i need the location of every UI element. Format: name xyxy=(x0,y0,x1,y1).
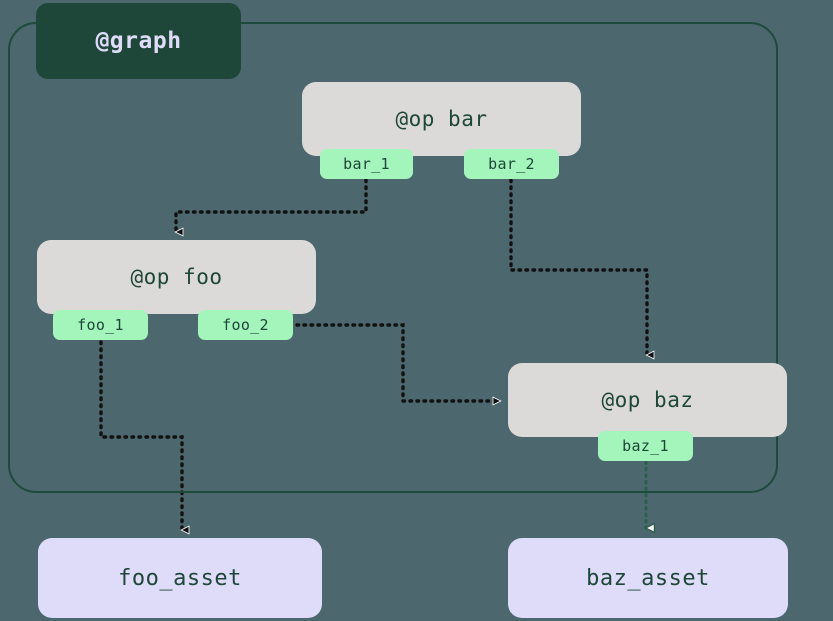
port-foo-1[interactable]: foo_1 xyxy=(53,310,148,340)
graph-title-label: @graph xyxy=(95,28,182,54)
asset-node-foo-asset-label: foo_asset xyxy=(118,565,242,591)
graph-title-badge[interactable]: @graph xyxy=(36,3,241,79)
port-bar-1-label: bar_1 xyxy=(343,155,390,173)
op-node-bar-label: @op bar xyxy=(395,107,488,131)
port-baz-1[interactable]: baz_1 xyxy=(598,431,693,461)
port-bar-2[interactable]: bar_2 xyxy=(464,149,559,179)
port-bar-1[interactable]: bar_1 xyxy=(320,149,413,179)
port-foo-2[interactable]: foo_2 xyxy=(198,310,293,340)
port-bar-2-label: bar_2 xyxy=(488,155,535,173)
op-node-baz[interactable]: @op baz xyxy=(508,363,787,437)
port-baz-1-label: baz_1 xyxy=(622,437,669,455)
graph-container xyxy=(8,22,778,493)
op-node-bar[interactable]: @op bar xyxy=(302,82,581,156)
op-node-bar-body: @op bar xyxy=(302,82,581,156)
op-node-foo-label: @op foo xyxy=(130,265,223,289)
op-node-foo-body: @op foo xyxy=(37,240,316,314)
op-node-baz-body: @op baz xyxy=(508,363,787,437)
op-node-baz-label: @op baz xyxy=(601,388,694,412)
asset-node-foo-asset[interactable]: foo_asset xyxy=(38,538,322,618)
port-foo-1-label: foo_1 xyxy=(77,316,124,334)
port-foo-2-label: foo_2 xyxy=(222,316,269,334)
asset-node-baz-asset-label: baz_asset xyxy=(586,565,710,591)
op-node-foo[interactable]: @op foo xyxy=(37,240,316,314)
asset-node-baz-asset[interactable]: baz_asset xyxy=(508,538,788,618)
